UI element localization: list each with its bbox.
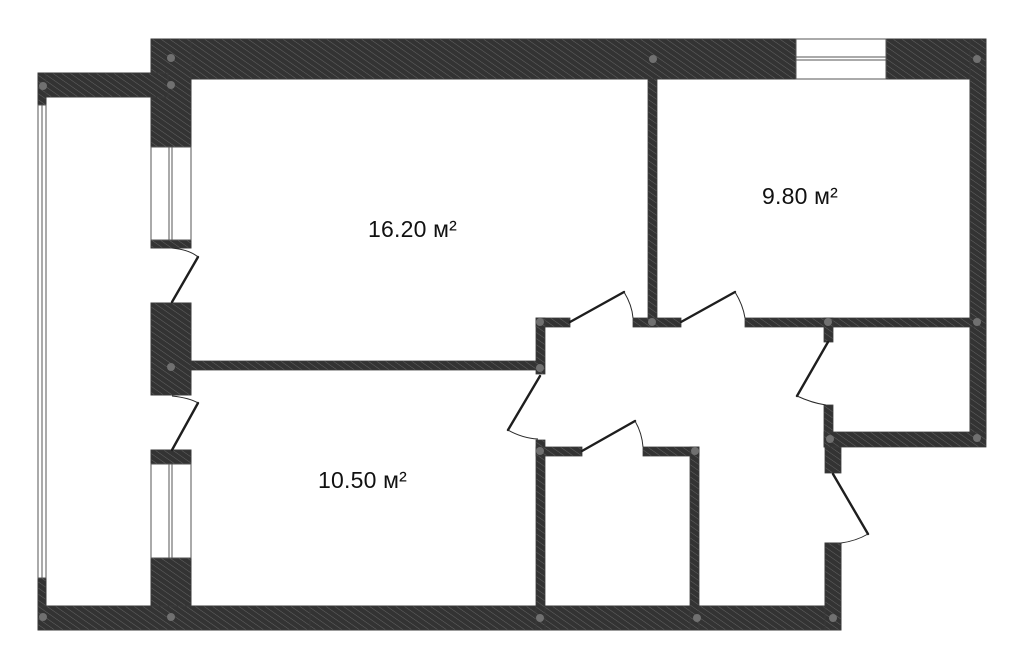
wall-between-left-rooms [190,360,541,371]
wall-stub-below-storage [824,446,842,474]
wall-hall-left-upper [535,317,546,375]
wall-right [969,38,987,440]
interior-walls [190,78,987,631]
room-area-label-16-20: 16.20 м² [368,216,458,242]
window-left-lower [150,463,192,559]
door-room-9-80 [679,290,746,324]
door-room-16-20 [568,290,634,324]
room-area-label-9-80: 9.80 м² [762,183,839,209]
wall-lower-right [824,542,842,631]
window-left-upper [150,146,192,241]
wall-storage-bottom [823,431,987,448]
doors [170,247,870,544]
wall-corridor-top-c [744,317,987,328]
wall-bottom-right [309,605,842,631]
outer-walls [37,38,987,631]
wall-between-top-rooms [647,78,658,328]
door-room-10-50 [506,374,542,440]
door-entrance [831,472,870,544]
door-storage [795,340,830,406]
column-nodes [39,54,981,622]
window-top-right [795,38,887,80]
wall-left-sill-1 [150,239,192,249]
wall-top-right [885,38,987,80]
wall-bottom [37,605,323,631]
wall-left-sill-2 [150,449,192,465]
room-area-label-10-50: 10.50 м² [318,467,408,493]
door-balcony-upper [170,247,200,304]
door-balcony-lower [170,395,200,452]
balcony-wall-top [37,72,169,98]
wall-top [150,38,797,80]
wall-left-mid [150,302,192,396]
wall-bath-right [689,446,700,631]
windows [37,38,887,579]
balcony-glazing [37,104,47,579]
wall-hall-left-lower [535,439,546,631]
wall-corridor-top-b [632,317,682,328]
door-bathroom [580,419,644,453]
